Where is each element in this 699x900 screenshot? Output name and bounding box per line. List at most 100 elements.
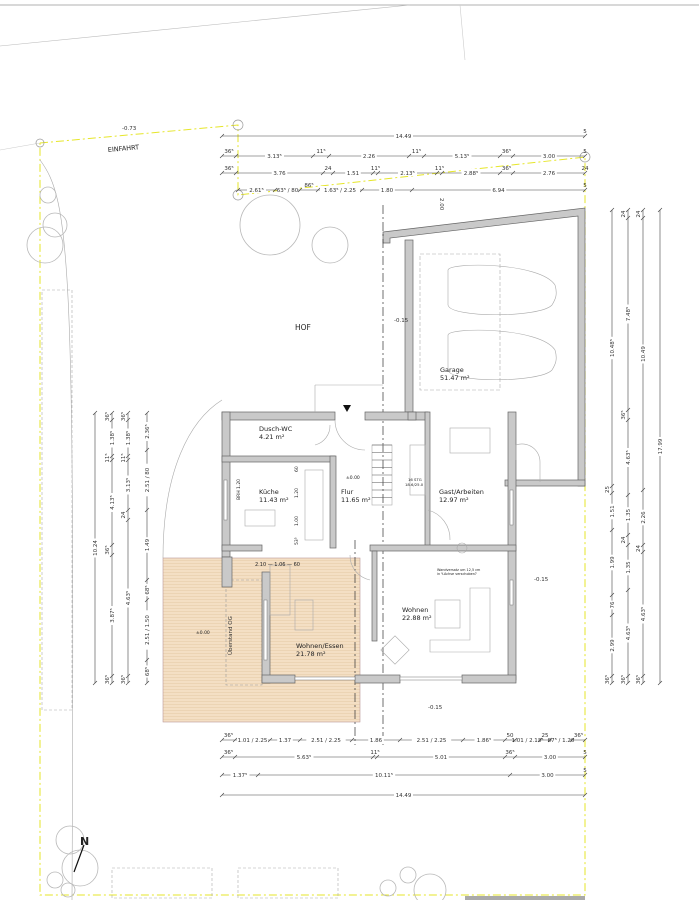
- dimension-label-bg: [411, 736, 452, 743]
- dimension-label: 4.63⁵: [625, 450, 632, 464]
- dimension-label-bg: [271, 169, 288, 176]
- dimension-label: 3.13⁵: [125, 478, 132, 492]
- property-boundary: [35, 119, 591, 896]
- dimension-label-bg: [143, 537, 150, 553]
- dimension-label: 1.80: [381, 188, 394, 194]
- elevation-label: ±0.00: [346, 475, 360, 481]
- einfahrt-label: EINFAHRT: [107, 143, 139, 154]
- dimension-tick: [609, 527, 615, 533]
- room-name: Dusch-WC: [259, 425, 293, 433]
- dimension-label-bg: [306, 736, 346, 743]
- dimension-label-bg: [608, 503, 615, 520]
- dimension-tick: [255, 772, 261, 778]
- dimension-tick: [510, 170, 516, 176]
- dimension-label-bg: [541, 169, 557, 176]
- dimension-tick: [582, 772, 588, 778]
- dimension-label: 24: [636, 545, 642, 552]
- dimension-tick: [233, 170, 239, 176]
- dimension-label-bg: [108, 493, 115, 512]
- dimension-label: 36⁵: [224, 148, 233, 155]
- dimension-label-bg: [394, 132, 413, 139]
- dimension-label-bg: [398, 169, 417, 176]
- dimension-label: 2.26: [641, 511, 647, 524]
- dimension-label-bg: [143, 463, 150, 497]
- dimension-tick: [219, 792, 225, 798]
- dimension-tick: [370, 170, 376, 176]
- dimension-label-bg: [624, 623, 631, 643]
- vegetation: [26, 186, 585, 900]
- room-flur: Flur 11.65 m²: [341, 488, 371, 504]
- dimension-label: 36⁵: [620, 410, 627, 419]
- room-wohnen: Wohnen 22.88 m²: [402, 606, 432, 622]
- driveway-edge: [39, 159, 74, 900]
- dimension-label: 17.99: [658, 438, 664, 454]
- dimension-tick: [409, 187, 415, 193]
- dimension-label-bg: [608, 637, 615, 654]
- room-area: 11.43 m²: [259, 496, 289, 504]
- dimension-tick: [144, 680, 150, 686]
- dimension-tick: [497, 153, 503, 159]
- room-name: Küche: [259, 488, 279, 496]
- dimension-label-bg: [639, 344, 646, 364]
- dimension-label: 76: [610, 601, 616, 608]
- dimension-tick: [406, 153, 412, 159]
- dimension-label: 36⁵: [505, 749, 514, 756]
- dimension-label-bg: [608, 600, 615, 610]
- room-name: Wohnen: [402, 606, 428, 614]
- dimension-label-bg: [108, 606, 115, 625]
- dimension-tick: [421, 153, 427, 159]
- room-name: Wohnen/Essen: [296, 642, 344, 650]
- overhang-label: Überstand OG: [227, 616, 234, 655]
- dimension-label-bg: [639, 604, 646, 624]
- dimension-tick: [125, 410, 131, 416]
- dimension-label: 3.00: [543, 154, 556, 160]
- dimension-tick: [109, 552, 115, 558]
- dimension-label: 36⁵: [224, 165, 233, 172]
- dimension-label: 1.01 / 2.13⁵: [511, 737, 543, 744]
- dimension-label: 1.38⁵: [125, 431, 132, 445]
- dimension-tick: [267, 737, 273, 743]
- room-name: Gast/Arbeiten: [439, 488, 484, 496]
- dimension-chains: 14.49536⁵3.13⁵11⁵2.2611⁵5.13⁵36⁵3.00536⁵…: [91, 129, 664, 799]
- dimension-tick: [144, 657, 150, 663]
- parcel-line: [0, 142, 41, 151]
- dimension-label: 1.49: [145, 538, 151, 551]
- dimension-tick: [497, 170, 503, 176]
- kitchen-dim: 1.20: [294, 488, 300, 498]
- dimension-label: 3.13⁵: [267, 153, 281, 160]
- dimension-label: 1.63⁵ / 2.25: [324, 187, 357, 194]
- dimension-label: 1.37: [279, 738, 292, 744]
- dimension-label: 63⁵ / 80: [277, 187, 299, 194]
- room-name: Garage: [440, 366, 464, 374]
- parcel-line: [459, 4, 466, 61]
- dimension-tick: [374, 754, 380, 760]
- dimension-label: 36⁵: [104, 545, 111, 554]
- dimension-label: 36⁵: [620, 675, 627, 684]
- dimension-tick: [625, 492, 631, 498]
- dimension-label: 36⁵: [224, 732, 233, 739]
- dimension-label: 1.86: [370, 738, 383, 744]
- dimension-label-bg: [361, 152, 377, 159]
- dimension-tick: [625, 207, 631, 213]
- room-area: 11.65 m²: [341, 496, 371, 504]
- dimension-tick: [625, 417, 631, 423]
- dimension-tick: [330, 170, 336, 176]
- dimension-tick: [397, 737, 403, 743]
- elevation-label: ±0.00: [196, 630, 210, 636]
- dimension-label: 36⁵: [120, 675, 127, 684]
- dimension-tick: [109, 410, 115, 416]
- north-label: N: [80, 835, 89, 848]
- dimension-label-bg: [541, 152, 557, 159]
- dimension-label-bg: [608, 554, 615, 571]
- dimension-label: 24: [121, 511, 127, 518]
- dimension-label-bg: [639, 509, 646, 526]
- dimension-label-bg: [656, 437, 663, 456]
- dimension-tick: [640, 207, 646, 213]
- dimension-label: 4.63⁵: [625, 626, 632, 640]
- dimension-tick: [125, 453, 131, 459]
- dimension-tick: [537, 737, 543, 743]
- dimension-label-bg: [247, 186, 266, 193]
- note: Wandversatz um 12,5 cm: [437, 568, 481, 572]
- dimension-tick: [439, 170, 445, 176]
- dimension-label: 11⁵: [370, 749, 379, 756]
